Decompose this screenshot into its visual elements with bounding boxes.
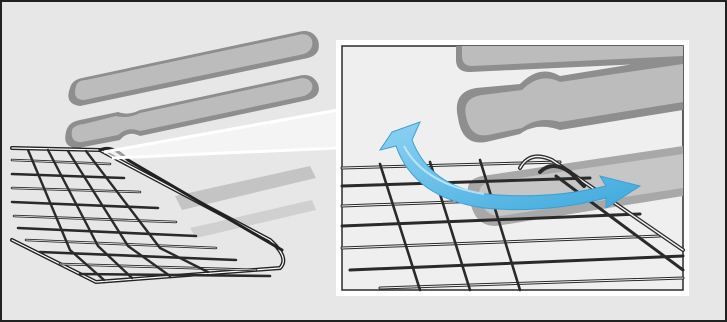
detail-inset xyxy=(336,40,689,296)
